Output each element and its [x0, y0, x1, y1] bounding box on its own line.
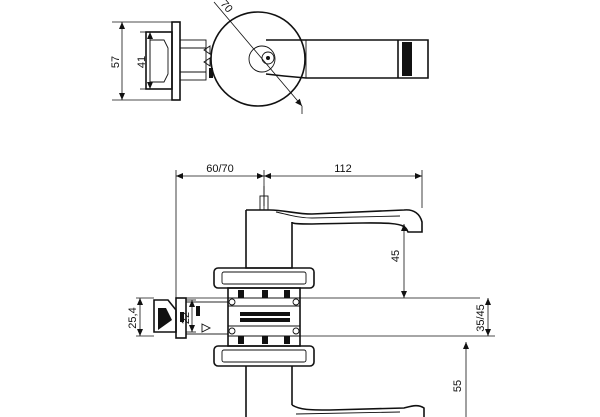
top-triangle-marker [203, 45, 211, 55]
top-latch-body [145, 31, 173, 90]
front-triangle-marker [201, 323, 212, 333]
front-latch-tongue [153, 299, 177, 333]
spindle-offset-label: 35/45 [475, 304, 487, 332]
top-faceplate [171, 21, 181, 101]
upper-rose [213, 267, 315, 289]
latch-height-outer-label: 25,4 [127, 307, 139, 328]
front-view: 60/70 112 [127, 163, 495, 417]
lever-height-label: 45 [390, 250, 402, 262]
top-height-outer-label: 57 [110, 56, 122, 68]
lever-length-label: 112 [334, 163, 352, 175]
backset-label: 60/70 [206, 163, 234, 175]
lower-height-label: 55 [452, 380, 464, 392]
lower-lever [291, 404, 425, 417]
top-lever-arm [265, 39, 429, 79]
top-latch-tongue [149, 39, 169, 83]
top-hub [248, 45, 276, 73]
upper-neck [245, 210, 293, 269]
rose-diameter-label: 70 [218, 0, 235, 15]
latch-height-inner-label: 22 [180, 312, 192, 324]
top-spindle-housing [179, 39, 207, 81]
top-height-inner-label: 41 [136, 56, 148, 68]
top-rose [210, 11, 306, 107]
upper-lever [269, 209, 423, 233]
lower-rose [213, 345, 315, 367]
top-view: 70 57 41 [110, 0, 429, 114]
front-latch-case [185, 301, 229, 335]
rose-diameter-leader [213, 1, 303, 107]
